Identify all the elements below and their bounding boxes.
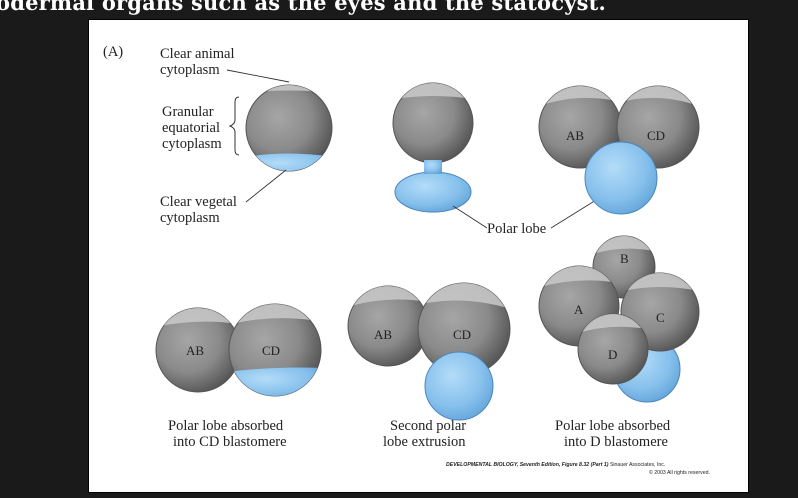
cell-label-cd-4: CD xyxy=(262,343,280,358)
cell-label-ab-5: AB xyxy=(374,327,392,342)
caption-extrusion-line1: Second polar xyxy=(390,418,466,434)
bracket-granular xyxy=(228,96,240,156)
cell-label-ab-4: AB xyxy=(186,343,204,358)
label-clear-vegetal-line2: cytoplasm xyxy=(160,210,220,226)
leader-clear-vegetal xyxy=(245,169,287,203)
egg-cell xyxy=(245,84,333,172)
leader-clear-animal xyxy=(226,69,290,83)
page-caption-fragment: odermal organs such as the eyes and the … xyxy=(0,0,607,15)
trefoil-cell xyxy=(392,82,474,213)
ab-cd-with-polar-lobe xyxy=(538,85,700,215)
four-cell-stage xyxy=(538,235,700,403)
panel-label: (A) xyxy=(103,44,123,60)
credit-line2: © 2003 All rights reserved. xyxy=(649,469,710,476)
figure-illustration: (A) Clear animal cytoplasm Granular equa… xyxy=(103,44,710,476)
label-clear-vegetal-line1: Clear vegetal xyxy=(160,194,237,210)
label-clear-animal-line1: Clear animal xyxy=(160,46,234,62)
figure-frame: (A) Clear animal cytoplasm Granular equa… xyxy=(88,19,749,493)
label-clear-animal-line2: cytoplasm xyxy=(160,62,220,78)
label-granular-line1: Granular xyxy=(162,104,214,120)
second-polar-lobe-extrusion xyxy=(347,282,511,421)
caption-absorbed-d-line2: into D blastomere xyxy=(564,434,668,450)
credit-line1: DEVELOPMENTAL BIOLOGY, Seventh Edition, … xyxy=(446,462,665,468)
cell-label-ab-3: AB xyxy=(566,128,584,143)
second-polar-lobe xyxy=(424,351,494,421)
cell-label-cd-5: CD xyxy=(453,327,471,342)
leader-polar-lobe-left xyxy=(452,205,488,229)
cell-label-c: C xyxy=(656,310,665,325)
polar-lobe-bulge xyxy=(394,171,472,213)
polar-lobe-absorbed-cd xyxy=(155,303,322,397)
caption-extrusion-line2: lobe extrusion xyxy=(383,434,466,450)
label-granular-line3: cytoplasm xyxy=(162,136,222,152)
label-granular-line2: equatorial xyxy=(162,120,220,136)
cell-label-d: D xyxy=(608,347,617,362)
credit-publisher: Sinauer Associates, Inc. xyxy=(610,462,665,468)
caption-absorbed-cd-line1: Polar lobe absorbed xyxy=(168,418,284,434)
cell-label-b: B xyxy=(620,251,629,266)
cell-label-a: A xyxy=(574,302,584,317)
polar-lobe-sphere xyxy=(584,141,658,215)
cell-label-cd-3: CD xyxy=(647,128,665,143)
label-polar-lobe: Polar lobe xyxy=(487,221,546,237)
caption-absorbed-d-line1: Polar lobe absorbed xyxy=(555,418,671,434)
caption-absorbed-cd-line2: into CD blastomere xyxy=(173,434,287,450)
credit-title: DEVELOPMENTAL BIOLOGY, Seventh Edition, … xyxy=(446,462,609,468)
